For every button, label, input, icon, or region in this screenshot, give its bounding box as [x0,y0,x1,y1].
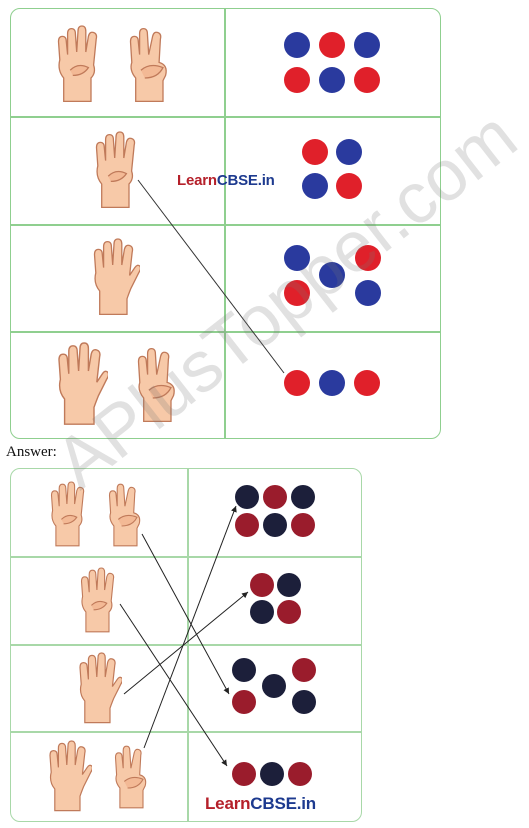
five-fingers-hand-icon [49,740,92,812]
four-fingers-hand-icon [95,131,136,209]
red-dot [354,67,380,93]
four-fingers-hand-icon [57,25,98,103]
example-match-line [137,179,285,374]
blue-dot [232,658,256,682]
watermark-learn-text: Learn [177,172,217,189]
blue-dot [250,600,274,624]
blue-dot [284,32,310,58]
row-divider [11,331,440,333]
red-dot [292,658,316,682]
dot-group-four [302,139,362,199]
four-fingers-hand-icon [50,481,85,547]
watermark-learn-text: Learn [205,794,251,813]
red-dot [336,173,362,199]
three-fingers-hand-icon [114,745,147,809]
red-dot [288,762,312,786]
blue-dot [260,762,284,786]
row-divider [11,644,361,646]
row-divider [11,731,361,733]
red-dot [284,370,310,396]
dot-group-three [284,370,380,396]
answer-dot-group-three [232,762,312,786]
red-dot [235,513,259,537]
five-fingers-hand-icon [93,238,140,316]
blue-dot [235,485,259,509]
watermark-in-text: .in [257,172,275,189]
blue-dot [277,573,301,597]
blue-dot [291,485,315,509]
red-dot [284,67,310,93]
red-dot [355,245,381,271]
blue-dot [292,690,316,714]
row-divider [11,556,361,558]
blue-dot [354,32,380,58]
red-dot [284,280,310,306]
red-dot [302,139,328,165]
learncbse-watermark: LearnCBSE.in [177,172,275,189]
watermark-cbse-text: CBSE [250,794,297,813]
red-dot [319,32,345,58]
answer-dot-group-six [235,485,315,537]
learncbse-watermark: LearnCBSE.in [205,794,316,814]
match-arrow [123,591,249,695]
match-arrow [141,533,230,695]
five-fingers-hand-icon [79,652,122,724]
match-arrow [143,505,237,749]
blue-dot [319,67,345,93]
blue-dot [302,173,328,199]
four-fingers-hand-icon [80,567,115,633]
answer-dot-group-five [232,658,316,714]
dot-group-six [284,32,380,93]
red-dot [232,762,256,786]
red-dot [250,573,274,597]
match-arrow [119,603,228,767]
red-dot [277,600,301,624]
three-fingers-hand-icon [137,347,175,423]
red-dot [291,513,315,537]
blue-dot [336,139,362,165]
answer-label: Answer: [6,444,57,460]
three-fingers-hand-icon [129,27,167,103]
blue-dot [319,370,345,396]
column-divider [187,469,189,821]
red-dot [354,370,380,396]
three-fingers-hand-icon [108,483,141,547]
five-fingers-hand-icon [58,342,108,425]
row-divider [11,224,440,226]
watermark-cbse-text: CBSE [216,172,258,189]
blue-dot [262,674,286,698]
red-dot [232,690,256,714]
blue-dot [319,262,345,288]
watermark-in-text: .in [296,794,316,813]
blue-dot [355,280,381,306]
red-dot [263,485,287,509]
row-divider [11,116,440,118]
column-divider [224,9,226,438]
dot-group-five [284,245,381,306]
answer-dot-group-four [250,573,301,624]
blue-dot [263,513,287,537]
blue-dot [284,245,310,271]
